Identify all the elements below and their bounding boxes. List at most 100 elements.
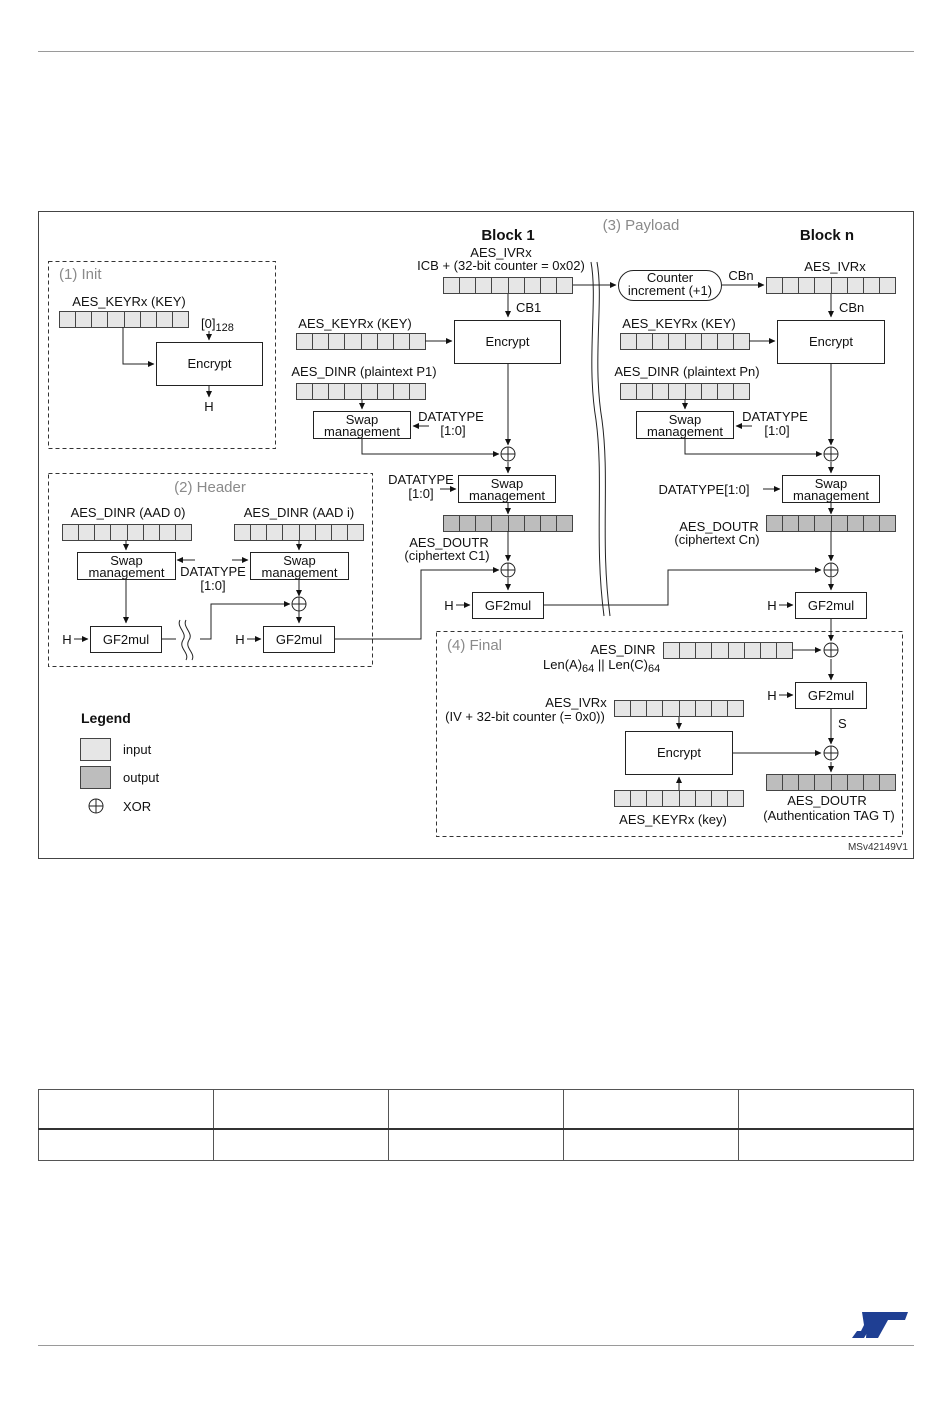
header-gf2mul-0-label: GF2mul: [103, 632, 149, 647]
blockn-xor-ghash: [823, 562, 839, 578]
blockn-swap-in-line2: management: [647, 424, 723, 439]
table-row: [38, 1128, 914, 1161]
final-h-label: H: [767, 688, 776, 703]
block1-cb1-label: CB1: [516, 300, 541, 315]
init-section: [48, 261, 276, 449]
block1-gf2mul-box: [472, 592, 544, 619]
block1-swap-in-line2: management: [324, 424, 400, 439]
blockn-key-label: AES_KEYRx (KEY): [622, 316, 735, 331]
header-dinri-label: AES_DINR (AAD i): [244, 505, 355, 520]
final-s-label: S: [838, 716, 847, 731]
blockn-swap-out-line1: Swap: [815, 476, 848, 491]
init-key-register: [59, 311, 189, 328]
blockn-swap-in-box: [636, 411, 734, 439]
header-swap-box-i: [250, 552, 349, 580]
final-tag-label: (Authentication TAG T): [763, 808, 895, 823]
block1-doutr-label: AES_DOUTR: [409, 535, 488, 550]
legend-output-swatch: [80, 766, 111, 789]
blockn-swap-out-line2: management: [793, 488, 869, 503]
legend-output-label: output: [123, 770, 160, 785]
final-len-label: Len(A)64 || Len(C)64: [543, 657, 660, 675]
final-ivr-label: AES_IVRx: [545, 695, 607, 710]
table-header-cell: [738, 1089, 914, 1130]
table-cell: [213, 1128, 389, 1161]
table-cell: [563, 1128, 739, 1161]
header-datatype-bits: [1:0]: [200, 578, 225, 593]
block1-xor-plaintext: [500, 446, 516, 462]
block1-encrypt-box: [454, 320, 561, 364]
header-h-label-0: H: [62, 632, 71, 647]
blockn-gf2mul-box: [795, 592, 867, 619]
header-gf2mul-box-i: [263, 626, 335, 653]
header-swap-i-line1: Swap: [283, 553, 316, 568]
aadi-register: [234, 524, 364, 541]
counter-line1: Counter: [647, 270, 694, 285]
block1-swap-out-box: [458, 475, 556, 503]
block1-encrypt-label: Encrypt: [485, 334, 529, 349]
header-xor: [291, 596, 307, 612]
blockn-ivr-label: AES_IVRx: [804, 259, 866, 274]
block1-ivr-label: AES_IVRx: [470, 245, 532, 260]
init-key-label: AES_KEYRx (KEY): [72, 294, 185, 309]
header-dinr0-label: AES_DINR (AAD 0): [71, 505, 186, 520]
legend-xor-icon: [88, 798, 104, 814]
final-key-label: AES_KEYRx (key): [619, 812, 727, 827]
final-encrypt-label: Encrypt: [657, 745, 701, 760]
blockn-h-label: H: [767, 598, 776, 613]
table-cell: [38, 1128, 214, 1161]
block1-datatype-out: DATATYPE: [388, 472, 454, 487]
block1-gf2mul-label: GF2mul: [485, 598, 531, 613]
final-key-register: [614, 790, 744, 807]
final-encrypt-box: [625, 731, 733, 775]
header-gf2mul-i-label: GF2mul: [276, 632, 322, 647]
block1-icb-label: ICB + (32-bit counter = 0x02): [417, 258, 585, 273]
block1-swap-out-line1: Swap: [491, 476, 524, 491]
final-gf2mul-label: GF2mul: [808, 688, 854, 703]
counter-line2: increment (+1): [628, 283, 712, 298]
final-len-register: [663, 642, 793, 659]
empty-table: [38, 1089, 914, 1161]
block1-xor-ghash: [500, 562, 516, 578]
header-h-label-i: H: [235, 632, 244, 647]
payload-section-label: (3) Payload: [603, 217, 680, 234]
block1-dinr-label: AES_DINR (plaintext P1): [291, 364, 436, 379]
init-encrypt-label: Encrypt: [187, 356, 231, 371]
table-header-cell: [213, 1089, 389, 1130]
blockn-datatype-in-bits: [1:0]: [764, 423, 789, 438]
final-section-label: (4) Final: [447, 637, 502, 654]
figure-id: MSv42149V1: [848, 842, 908, 853]
header-gf2mul-box-0: [90, 626, 162, 653]
counter-cbn-label: CBn: [728, 268, 753, 283]
blockn-gf2mul-label: GF2mul: [808, 598, 854, 613]
blockn-title: Block n: [800, 227, 854, 244]
header-swap-0-line1: Swap: [110, 553, 143, 568]
blockn-swap-out-box: [782, 475, 880, 503]
block1-title: Block 1: [481, 227, 534, 244]
final-section: [436, 631, 903, 837]
header-section: [48, 473, 373, 667]
block1-plaintext-register: [296, 383, 426, 400]
header-rule: [38, 51, 914, 52]
blockn-datatype-in: DATATYPE: [742, 409, 808, 424]
st-logo: [852, 1312, 908, 1338]
blockn-cbn-label: CBn: [839, 300, 864, 315]
final-xor-tag: [823, 745, 839, 761]
legend-xor-label: XOR: [123, 799, 151, 814]
blockn-datatype-out: DATATYPE[1:0]: [658, 482, 749, 497]
counter-increment-box: [618, 270, 722, 301]
block1-cipher-label: (ciphertext C1): [404, 548, 489, 563]
blockn-ciphertext-register: [766, 515, 896, 532]
legend-title: Legend: [81, 710, 131, 726]
blockn-xor-plaintext: [823, 446, 839, 462]
final-dinr-label: AES_DINR: [590, 642, 655, 657]
block1-key-register: [296, 333, 426, 350]
init-zero-label: [0]128: [201, 316, 234, 334]
header-swap-0-line2: management: [89, 565, 165, 580]
block1-datatype-out-bits: [1:0]: [408, 486, 433, 501]
block1-swap-in-line1: Swap: [346, 412, 379, 427]
table-header-cell: [563, 1089, 739, 1130]
block1-swap-out-line2: management: [469, 488, 545, 503]
init-section-label: (1) Init: [59, 266, 102, 283]
blockn-key-register: [620, 333, 750, 350]
legend-input-label: input: [123, 742, 152, 757]
